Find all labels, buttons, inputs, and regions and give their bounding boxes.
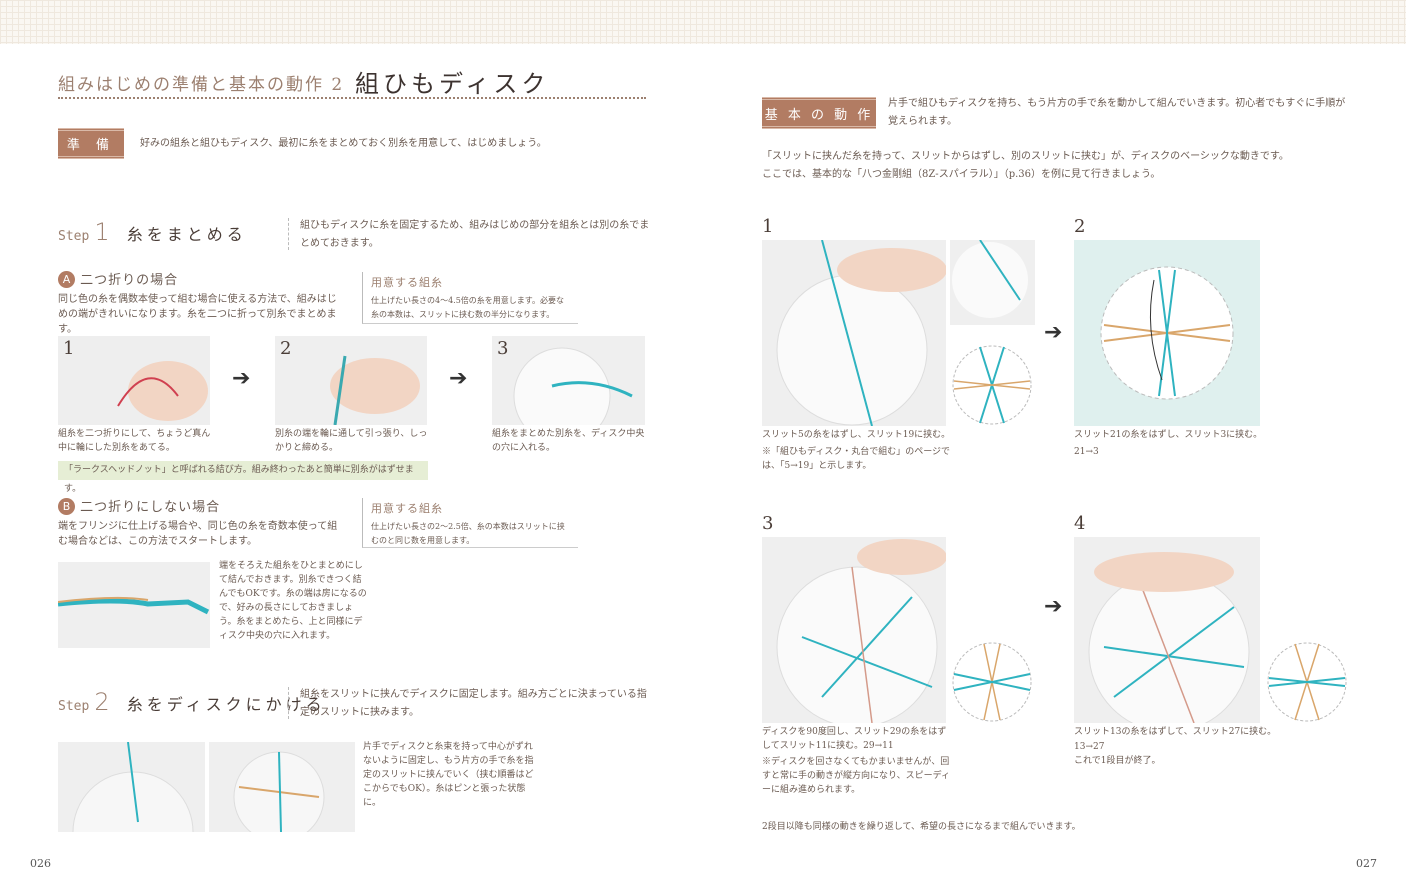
photo-a1 bbox=[58, 336, 210, 425]
step-title: 糸をまとめる bbox=[126, 225, 247, 244]
photo-text: 端をそろえた組糸をひとまとめにして結んでおきます。別糸できつく結んでもOKです。… bbox=[219, 561, 367, 641]
step-caption: ディスクを90度回し、スリット29の糸をはずしてスリット11に挟む。29→11 bbox=[762, 727, 947, 751]
step2-heading: Step 2 糸をディスクにかける bbox=[58, 688, 326, 716]
step-caption: スリット5の糸をはずし、スリット19に挟む。 bbox=[762, 430, 951, 440]
step-number: 1 bbox=[762, 216, 774, 237]
divider bbox=[288, 687, 289, 719]
footer-text: 2段目以降も同様の動きを繰り返して、希望の長さになるまで組んでいきます。 bbox=[762, 822, 1081, 832]
intro-text: 片手で組ひもディスクを持ち、もう片方の手で糸を動かして組んでいきます。初心者でも… bbox=[888, 98, 1346, 127]
step-caption: スリット13の糸をはずして、スリット27に挟む。 bbox=[1074, 727, 1277, 737]
photo-step2-2 bbox=[209, 742, 355, 832]
step1-heading: Step 1 糸をまとめる bbox=[58, 218, 247, 246]
intro-line-1: 「スリットに挟んだ糸を持って、スリットからはずし、別のスリットに挟む」が、ディス… bbox=[762, 151, 1289, 162]
photo-number: 3 bbox=[497, 338, 509, 359]
section-a-info: 用意する組糸 仕上げたい長さの4〜4.5倍の糸を用意します。必要な糸の本数は、ス… bbox=[362, 272, 578, 324]
step-note: 13→27 bbox=[1074, 742, 1105, 752]
photo-text: 片手でディスクと糸束を持って中心がずれないように固定し、もう片方の手で糸を指定の… bbox=[363, 742, 534, 808]
kumihimo-disk-illustration bbox=[952, 642, 1032, 722]
photo-caption: 組糸を二つ折りにして、ちょうど真ん中に輪にした別糸をあてる。 bbox=[58, 429, 211, 453]
step1-desc: 組ひもディスクに糸を固定するため、組みはじめの部分を組糸とは別の糸でまとめておき… bbox=[300, 220, 650, 249]
basic-motion-badge: 基 本 の 動 作 bbox=[762, 97, 876, 129]
photo-caption: 組糸をまとめた別糸を、ディスク中央の穴に入れる。 bbox=[492, 429, 645, 453]
step-number: 1 bbox=[94, 218, 110, 246]
info-text: 仕上げたい長さの4〜4.5倍の糸を用意します。必要な糸の本数は、スリットに挟む数… bbox=[371, 296, 565, 319]
section-a-heading: A 二つ折りの場合 bbox=[58, 269, 178, 288]
step-note: 21→3 bbox=[1074, 447, 1099, 457]
decorative-top-strip bbox=[0, 0, 1406, 44]
arrow-right-icon: ➔ bbox=[1044, 320, 1063, 345]
info-title: 用意する組糸 bbox=[371, 502, 443, 515]
chapter-subtitle: 組みはじめの準備と基本の動作 2 bbox=[58, 75, 345, 95]
info-text: 仕上げたい長さの2〜2.5倍、糸の本数はスリットに挟むのと同じ数を用意します。 bbox=[371, 522, 565, 545]
prep-text: 好みの組糸と組ひもディスク、最初に糸をまとめておく別糸を用意して、はじめましょう… bbox=[140, 138, 547, 149]
step-note: これで1段目が終了。 bbox=[1074, 756, 1161, 766]
info-title: 用意する組糸 bbox=[371, 276, 443, 289]
photo-thread-bundle bbox=[58, 562, 210, 648]
dotted-divider bbox=[58, 97, 646, 99]
arrow-right-icon: ➔ bbox=[1044, 594, 1063, 619]
photo-caption: 別糸の端を輪に通して引っ張り、しっかりと締める。 bbox=[275, 429, 428, 453]
diagram-step-2 bbox=[1074, 240, 1260, 426]
photo-step-1 bbox=[762, 240, 946, 426]
step2-desc: 組糸をスリットに挟んでディスクに固定します。組み方ごとに決まっている指定のスリッ… bbox=[300, 689, 647, 718]
section-a-desc: 同じ色の糸を偶数本使って組む場合に使える方法で、組みはじめの端がきれいになります… bbox=[58, 294, 337, 335]
kumihimo-disk-illustration bbox=[952, 345, 1032, 425]
photo-number: 1 bbox=[63, 338, 75, 359]
divider bbox=[288, 218, 289, 250]
step-label: Step bbox=[58, 699, 90, 714]
photo-step2-1 bbox=[58, 742, 205, 832]
photo-number: 2 bbox=[280, 338, 292, 359]
step-number: 2 bbox=[1074, 216, 1086, 237]
section-b-desc: 端をフリンジに仕上げる場合や、同じ色の糸を奇数本使って組む場合などは、この方法で… bbox=[58, 521, 338, 547]
step-number: 3 bbox=[762, 513, 774, 534]
step-number: 2 bbox=[94, 688, 110, 716]
step-caption: スリット21の糸をはずし、スリット3に挟む。 bbox=[1074, 430, 1263, 440]
step-note: ※ディスクを回さなくてもかまいませんが、回すと常に手の動きが縦方向になり、スピー… bbox=[762, 757, 951, 795]
arrow-right-icon: ➔ bbox=[449, 366, 468, 391]
section-title: 二つ折りにしない場合 bbox=[80, 500, 221, 515]
page-number-right: 027 bbox=[1356, 857, 1377, 870]
prep-badge: 準 備 bbox=[58, 128, 124, 159]
page-title: 組ひもディスク bbox=[355, 70, 550, 98]
step-title: 糸をディスクにかける bbox=[126, 695, 326, 714]
letter-badge: B bbox=[58, 498, 75, 515]
step-number: 4 bbox=[1074, 513, 1086, 534]
section-b-info: 用意する組糸 仕上げたい長さの2〜2.5倍、糸の本数はスリットに挟むのと同じ数を… bbox=[362, 498, 578, 548]
photo-a2 bbox=[275, 336, 427, 425]
section-b-heading: B 二つ折りにしない場合 bbox=[58, 496, 220, 515]
page-number-left: 026 bbox=[30, 857, 51, 870]
intro-line-2: ここでは、基本的な「八つ金剛組（8Z-スパイラル）」（p.36）を例に見て行きま… bbox=[762, 169, 1161, 180]
step-note: ※「組ひもディスク・丸台で組む」のページでは、「5→19」と示します。 bbox=[762, 447, 951, 471]
kumihimo-disk-illustration bbox=[1267, 642, 1347, 722]
photo-step-1-detail bbox=[950, 240, 1035, 325]
arrow-right-icon: ➔ bbox=[232, 366, 251, 391]
photo-step-3 bbox=[762, 537, 946, 723]
tip-note: 「ラークスヘッドノット」と呼ばれる結び方。組み終わったあと簡単に別糸がはずせます… bbox=[58, 461, 428, 494]
photo-a3 bbox=[492, 336, 645, 425]
section-title: 二つ折りの場合 bbox=[80, 273, 179, 288]
photo-step-4 bbox=[1074, 537, 1260, 723]
letter-badge: A bbox=[58, 271, 75, 288]
step-label: Step bbox=[58, 229, 90, 244]
